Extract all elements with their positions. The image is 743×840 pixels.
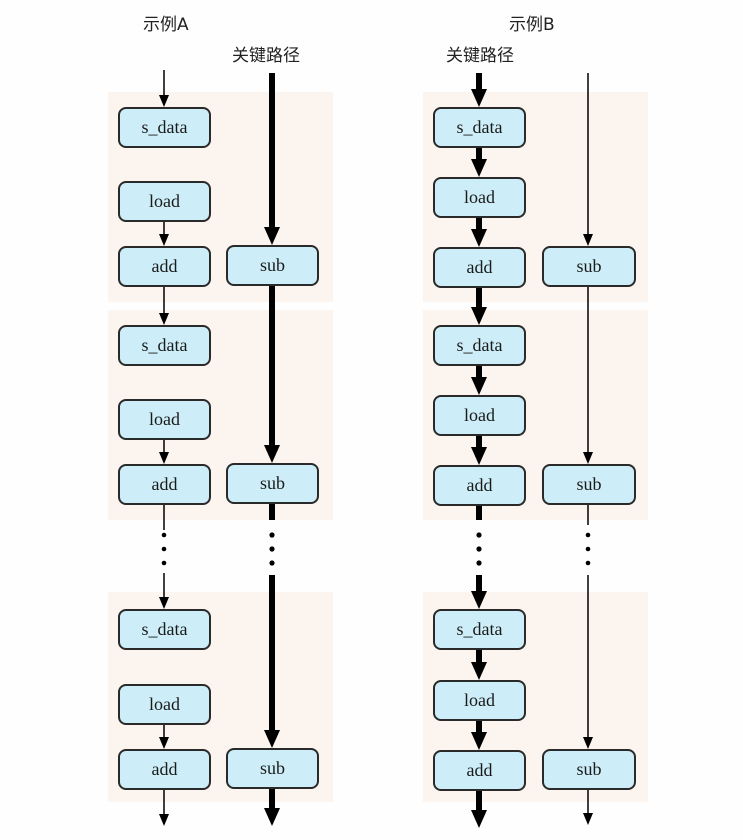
example-a-s-data-box: s_data	[118, 325, 211, 366]
example-a-load-box: load	[118, 684, 211, 725]
example-a-add-box: add	[118, 749, 211, 790]
arrow-head-icon	[159, 95, 169, 107]
example-b-add-box: add	[433, 465, 526, 506]
arrow-head-icon	[159, 452, 169, 464]
arrow-head-icon	[159, 234, 169, 246]
ellipsis-dot	[161, 532, 167, 538]
ellipsis-dot	[269, 532, 275, 538]
example-a-load-box: load	[118, 181, 211, 222]
example-b-add-box: add	[433, 750, 526, 791]
ellipsis-dot	[269, 560, 275, 566]
arrow-head-icon	[159, 597, 169, 609]
example-b-sub-box: sub	[542, 749, 636, 790]
arrow-head-icon	[159, 313, 169, 325]
example-b-sub-box: sub	[542, 246, 636, 287]
example-b-load-box: load	[433, 395, 526, 436]
example-a-s-data-box: s_data	[118, 609, 211, 650]
arrow-head-icon	[264, 445, 280, 463]
arrow-head-icon	[159, 737, 169, 749]
arrow-head-icon	[471, 591, 487, 609]
example-b-title: 示例B	[509, 15, 555, 35]
ellipsis-dot	[476, 546, 482, 552]
arrow-head-icon	[471, 377, 487, 395]
example-a-add-box: add	[118, 246, 211, 287]
ellipsis-dot	[476, 560, 482, 566]
ellipsis-dot	[476, 532, 482, 538]
example-b-s-data-box: s_data	[433, 609, 526, 650]
ellipsis-dot	[585, 532, 591, 538]
example-a-sub-box: sub	[226, 748, 319, 789]
arrow-head-icon	[583, 737, 593, 749]
example-b-s-data-box: s_data	[433, 107, 526, 148]
example-a-critical-path-label: 关键路径	[232, 46, 300, 66]
example-b-load-box: load	[433, 680, 526, 721]
example-a-add-box: add	[118, 464, 211, 505]
arrow-head-icon	[159, 814, 169, 826]
arrow-head-icon	[471, 89, 487, 107]
arrow-head-icon	[583, 813, 593, 825]
example-a-sub-box: sub	[226, 245, 319, 286]
example-b-sub-box: sub	[542, 464, 636, 505]
example-a-load-box: load	[118, 399, 211, 440]
arrow-head-icon	[471, 307, 487, 325]
arrow-head-icon	[583, 234, 593, 246]
arrow-head-icon	[471, 810, 487, 828]
arrow-head-icon	[264, 730, 280, 748]
arrow-head-icon	[471, 732, 487, 750]
arrow-head-icon	[471, 159, 487, 177]
example-a-title: 示例A	[143, 15, 189, 35]
example-b-critical-path-label: 关键路径	[446, 46, 514, 66]
ellipsis-dot	[585, 546, 591, 552]
arrow-head-icon	[471, 662, 487, 680]
example-b-load-box: load	[433, 177, 526, 218]
ellipsis-dot	[269, 546, 275, 552]
arrow-head-icon	[264, 227, 280, 245]
ellipsis-dot	[161, 560, 167, 566]
ellipsis-dot	[585, 560, 591, 566]
example-a-s-data-box: s_data	[118, 107, 211, 148]
example-b-s-data-box: s_data	[433, 325, 526, 366]
arrow-head-icon	[471, 447, 487, 465]
ellipsis-dot	[161, 546, 167, 552]
arrow-head-icon	[471, 229, 487, 247]
example-b-add-box: add	[433, 247, 526, 288]
example-a-sub-box: sub	[226, 463, 319, 504]
arrow-head-icon	[264, 808, 280, 826]
arrow-head-icon	[583, 452, 593, 464]
